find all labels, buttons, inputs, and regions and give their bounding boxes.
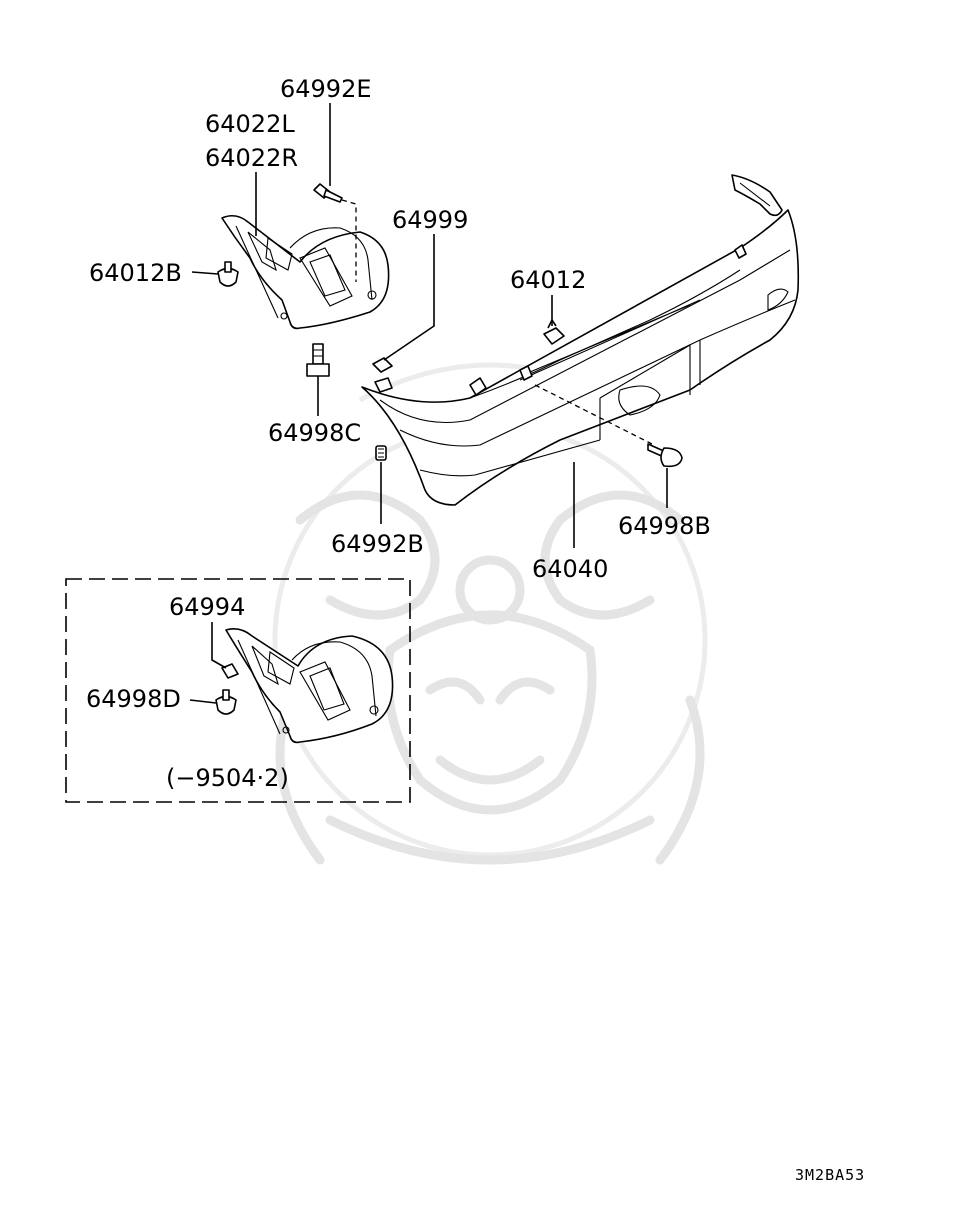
- label-64998C: 64998C: [268, 419, 361, 447]
- label-64994: 64994: [169, 593, 245, 621]
- clip-64012B: [217, 261, 239, 287]
- figure-code: 3M2BA53: [795, 1166, 865, 1184]
- label-64012B: 64012B: [89, 259, 182, 287]
- label-64998B: 64998B: [618, 512, 711, 540]
- leader-lines: [189, 103, 668, 704]
- label-64992B: 64992B: [331, 530, 424, 558]
- inset-note: (−9504·2): [166, 764, 289, 792]
- bolt-64998B: [534, 384, 683, 468]
- label-64999: 64999: [392, 206, 468, 234]
- inset-frame: [65, 578, 411, 803]
- label-64992E: 64992E: [280, 75, 372, 103]
- part-labels: 64992E 64022L 64022R 64012B 64999 64012 …: [86, 75, 865, 1184]
- clip-64012: [543, 319, 565, 345]
- clip-64994: [221, 663, 239, 679]
- label-64998D: 64998D: [86, 685, 181, 713]
- label-64012: 64012: [510, 266, 586, 294]
- label-64022R: 64022R: [205, 144, 298, 172]
- screw-64992B: [375, 445, 387, 461]
- label-64022L: 64022L: [205, 110, 295, 138]
- screw-64992E: [313, 183, 357, 282]
- bolt-64998C: [306, 343, 330, 377]
- splash-shield-64022: [221, 214, 390, 330]
- clip-64998D: [215, 689, 237, 715]
- nut-64999: [372, 357, 393, 373]
- label-64040: 64040: [532, 555, 608, 583]
- rear-bumper-64040: [361, 174, 800, 506]
- splash-shield-inset: [225, 628, 394, 744]
